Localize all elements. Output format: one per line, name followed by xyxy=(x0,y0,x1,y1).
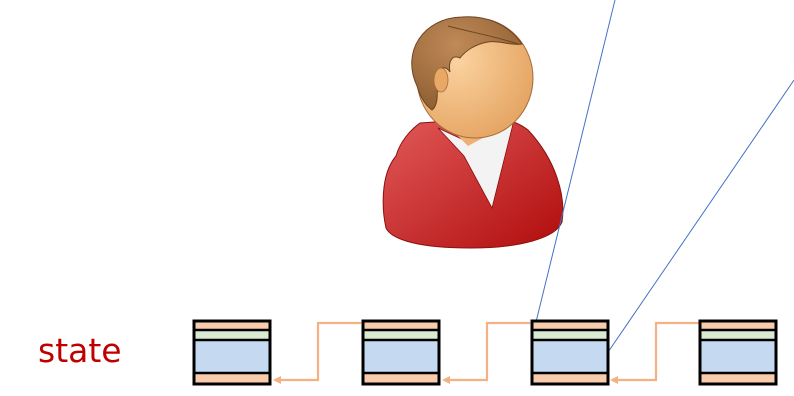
pointer-line-2 xyxy=(604,80,794,358)
block-2 xyxy=(363,321,439,384)
chain-arrow-2-to-1 xyxy=(275,323,361,380)
chain-arrows xyxy=(275,323,700,380)
state-label: state xyxy=(38,331,122,371)
chain-arrow-4-to-3 xyxy=(612,323,700,380)
chain-arrow-3-to-2 xyxy=(444,323,530,380)
user-ear xyxy=(434,68,448,92)
block-3 xyxy=(532,321,608,384)
block-1 xyxy=(194,321,270,384)
block-4 xyxy=(700,321,776,384)
user-icon xyxy=(383,17,563,248)
